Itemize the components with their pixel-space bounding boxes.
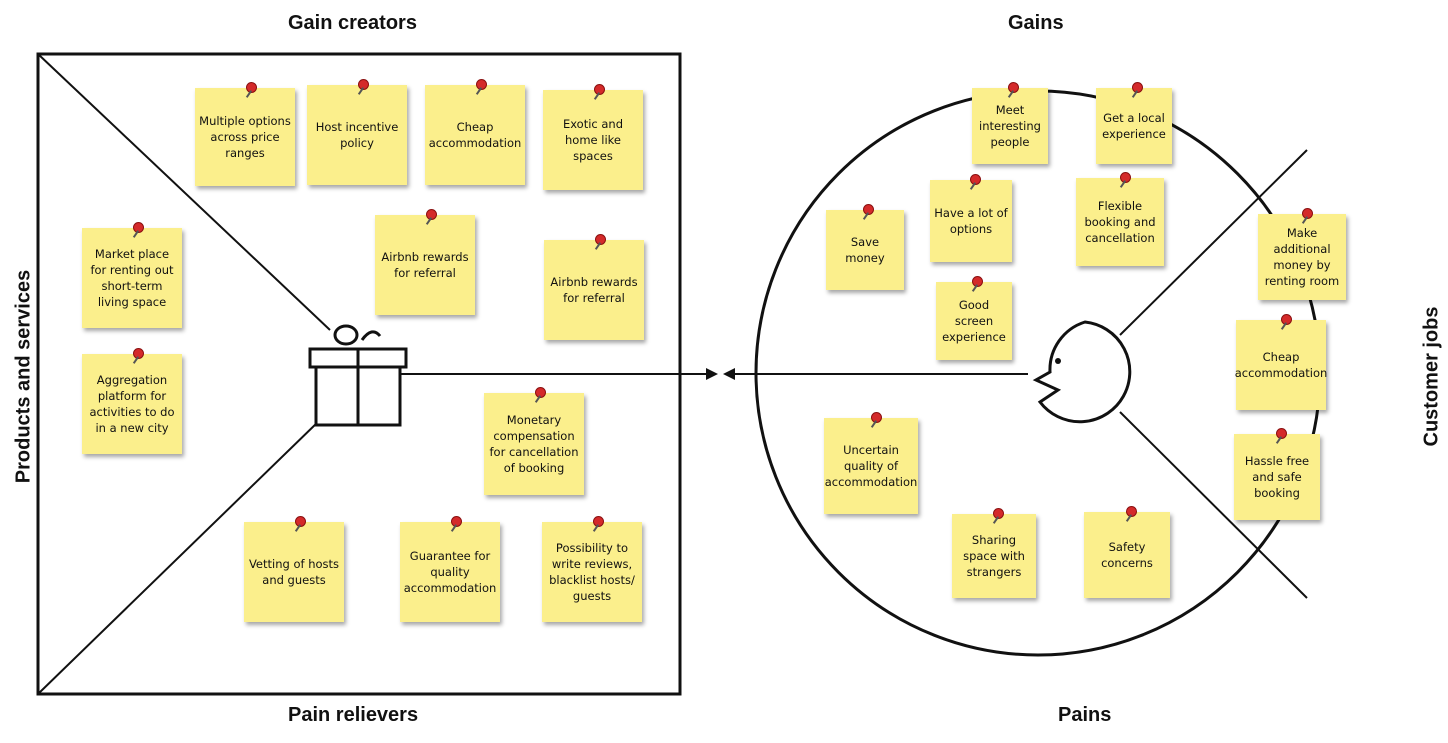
gift-icon <box>308 324 408 427</box>
pin-icon <box>993 508 1005 519</box>
sticky-note: Cheap accommodation <box>1234 314 1328 410</box>
pin-icon <box>593 516 604 527</box>
note-text: Get a local experience <box>1102 111 1166 141</box>
title-products-services: Products and services <box>12 269 35 484</box>
pin-icon <box>358 79 369 90</box>
pin-icon <box>535 387 546 398</box>
pin-icon <box>1126 506 1138 517</box>
sticky-note: Monetary compensation for cancellation o… <box>484 387 584 495</box>
arrow-left-head <box>723 368 735 380</box>
note-text: Host incentive policy <box>315 120 399 150</box>
pin-icon <box>246 82 257 93</box>
pin-icon <box>133 348 144 359</box>
pin-icon <box>426 209 437 220</box>
arrow-right-head <box>706 368 718 380</box>
note-text: Airbnb rewards for referral <box>381 250 469 280</box>
note-text: Cheap accommodation <box>428 120 522 150</box>
sticky-note: Market place for renting out short-term … <box>82 222 182 328</box>
pin-icon <box>972 276 984 287</box>
note-text: Exotic and home like spaces <box>562 117 624 163</box>
note-text: Airbnb rewards for referral <box>550 275 638 305</box>
pin-icon <box>1280 314 1292 325</box>
sticky-note: Save money <box>826 204 904 290</box>
note-text: Cheap accommodation <box>1234 350 1328 380</box>
note-text: Vetting of hosts and guests <box>248 557 340 587</box>
sticky-note: Good screen experience <box>936 276 1012 360</box>
title-gains: Gains <box>1008 12 1064 34</box>
sticky-note: Host incentive policy <box>307 79 407 185</box>
note-text: Aggregation platform for activities to d… <box>89 373 175 435</box>
note-text: Meet interesting people <box>979 103 1041 149</box>
note-text: Monetary compensation for cancellation o… <box>489 413 579 475</box>
pin-icon <box>1276 428 1288 439</box>
sticky-note: Sharing space with strangers <box>952 508 1036 598</box>
note-text: Possibility to write reviews, blacklist … <box>549 541 635 603</box>
sticky-note: Flexible booking and cancellation <box>1076 172 1164 266</box>
sticky-note: Get a local experience <box>1096 82 1172 164</box>
note-text: Save money <box>845 235 885 265</box>
pin-icon <box>1008 82 1020 93</box>
note-text: Flexible booking and cancellation <box>1084 199 1156 245</box>
circle-divider-top <box>1119 149 1308 336</box>
note-text: Market place for renting out short-term … <box>90 247 174 309</box>
sticky-note: Aggregation platform for activities to d… <box>82 348 182 454</box>
sticky-note: Airbnb rewards for referral <box>375 209 475 315</box>
pin-icon <box>1301 208 1313 219</box>
sticky-note: Airbnb rewards for referral <box>544 234 644 340</box>
pin-icon <box>133 222 144 233</box>
diagonal-bottom <box>37 419 321 695</box>
note-text: Uncertain quality of accommodation <box>824 443 918 489</box>
diagonal-top <box>37 53 331 331</box>
pin-icon <box>595 234 606 245</box>
pin-icon <box>295 516 306 527</box>
sticky-note: Meet interesting people <box>972 82 1048 164</box>
note-text: Guarantee for quality accommodation <box>403 549 497 595</box>
title-gain-creators: Gain creators <box>288 12 417 34</box>
note-text: Safety concerns <box>1101 540 1153 570</box>
title-pain-relievers: Pain relievers <box>288 704 419 726</box>
note-text: Make additional money by renting room <box>1264 226 1340 288</box>
sticky-note: Multiple options across price ranges <box>195 82 295 186</box>
note-text: Have a lot of options <box>934 206 1008 236</box>
pin-icon <box>863 204 875 215</box>
pin-icon <box>969 174 981 185</box>
sticky-note: Uncertain quality of accommodation <box>824 412 918 514</box>
sticky-note: Safety concerns <box>1084 506 1170 598</box>
pin-icon <box>1119 172 1131 183</box>
note-text: Sharing space with strangers <box>963 533 1025 579</box>
sticky-note: Vetting of hosts and guests <box>244 516 344 622</box>
note-text: Good screen experience <box>942 298 1006 344</box>
pin-icon <box>451 516 462 527</box>
face-icon <box>1032 320 1132 424</box>
sticky-note: Exotic and home like spaces <box>543 84 643 190</box>
pin-icon <box>1132 82 1144 93</box>
note-text: Multiple options across price ranges <box>199 114 291 160</box>
title-customer-jobs: Customer jobs <box>1420 306 1443 447</box>
pin-icon <box>476 79 487 90</box>
circle-divider-bottom <box>1119 411 1308 599</box>
title-pains: Pains <box>1058 704 1112 726</box>
sticky-note: Make additional money by renting room <box>1258 208 1346 300</box>
pin-icon <box>871 412 883 423</box>
sticky-note: Possibility to write reviews, blacklist … <box>542 516 642 622</box>
sticky-note: Hassle free and safe booking <box>1234 428 1320 520</box>
sticky-note: Have a lot of options <box>930 174 1012 262</box>
sticky-note: Guarantee for quality accommodation <box>400 516 500 622</box>
pin-icon <box>594 84 605 95</box>
note-text: Hassle free and safe booking <box>1244 454 1310 500</box>
sticky-note: Cheap accommodation <box>425 79 525 185</box>
